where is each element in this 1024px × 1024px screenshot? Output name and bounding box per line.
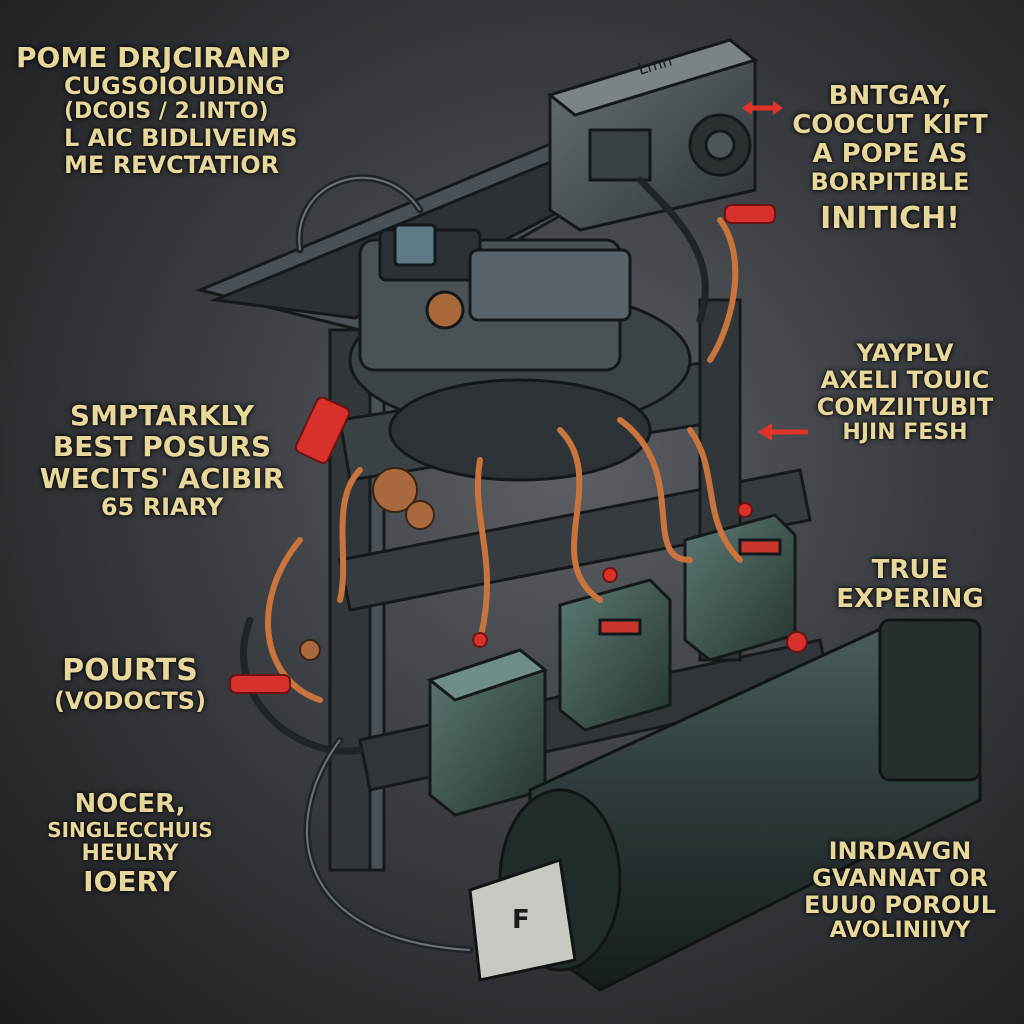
- label-mid-right-line2: AXELI TOUIC: [820, 365, 990, 394]
- label-mid-right-line1: YAYPLV: [856, 339, 954, 367]
- label-left-bottom-line4: IOERY: [83, 865, 177, 899]
- label-bottom-right-line3: EUU0 POROUL: [803, 890, 997, 919]
- label-bottom-right: INRDAVGN GVANNAT OR EUU0 POROUL AVOLINII…: [790, 838, 1010, 943]
- label-left-pourts: POURTS (VODOCTS): [30, 654, 230, 714]
- label-mid-right-line4: HJIN FESH: [842, 419, 968, 445]
- label-left-bottom: NOCER, SINGLECCHUIS HEULRY IOERY: [20, 789, 240, 899]
- label-bottom-right-line1: INRDAVGN: [828, 837, 972, 865]
- module-left: [426, 648, 549, 817]
- label-left-bottom-line1: NOCER,: [74, 789, 186, 819]
- label-top-right-line2: COOCUT KIFT: [792, 110, 988, 141]
- control-box: [546, 38, 759, 232]
- label-top-left-line2: CUGSOIOUIDING: [64, 72, 285, 101]
- label-left-pourts-line2: (VODOCTS): [53, 686, 207, 715]
- label-mid-left-line1: SMPTARKLY: [69, 399, 255, 432]
- module-right: [683, 513, 797, 662]
- label-bottom-right-line2: GVANNAT OR: [812, 863, 988, 892]
- red-pointer-arrow: [742, 101, 808, 441]
- label-top-left: POME DRJCIRANP CUGSOIOUIDING (DCOIS / 2.…: [16, 42, 298, 179]
- label-mid-right-line3: COMZIITUBIT: [816, 392, 994, 421]
- label-top-left-line4: L AIC BIDLIVEIMS: [64, 123, 298, 152]
- copper-wires: [265, 217, 743, 703]
- label-mid-left-line2: BEST POSURS: [52, 430, 272, 464]
- label-top-right-line3: A POPE AS: [812, 139, 968, 170]
- label-top-left-line3: (DCOIS / 2.INTO): [64, 99, 269, 125]
- tank-plate-text: F: [512, 905, 530, 935]
- label-right-true: TRUE EXPERING: [820, 555, 1000, 615]
- label-top-right-line4: BORPITIBLE: [810, 168, 970, 197]
- label-top-right: BNTGAY, COOCUT KIFT A POPE AS BORPITIBLE…: [780, 81, 1000, 237]
- engine-block: [348, 223, 692, 482]
- red-connectors: [229, 204, 808, 694]
- label-mid-left-line3: WECITS' ACIBIR: [39, 461, 285, 495]
- label-top-left-line1: POME DRJCIRANP: [16, 41, 291, 74]
- label-right-true-line1: TRUE: [871, 555, 949, 585]
- label-top-right-line1: BNTGAY,: [828, 81, 952, 111]
- label-left-bottom-line2: SINGLECCHUIS: [47, 818, 213, 843]
- tank: [468, 618, 982, 992]
- label-top-right-line5: INITICH!: [820, 201, 960, 237]
- label-mid-right: YAYPLV AXELI TOUIC COMZIITUBIT HJIN FESH: [800, 340, 1010, 445]
- label-top-left-line5: ME REVCTATIOR: [64, 150, 280, 179]
- label-bottom-right-line4: AVOLINIIVY: [829, 917, 971, 943]
- module-center: [558, 578, 672, 732]
- label-mid-left-line4: 65 RIARY: [100, 493, 224, 522]
- label-left-pourts-line1: POURTS: [62, 653, 198, 688]
- fittings: [299, 467, 435, 661]
- label-right-true-line2: EXPERING: [836, 584, 984, 615]
- label-mid-left: SMPTARKLY BEST POSURS WECITS' ACIBIR 65 …: [22, 400, 302, 521]
- label-left-bottom-line3: HEULRY: [81, 840, 179, 866]
